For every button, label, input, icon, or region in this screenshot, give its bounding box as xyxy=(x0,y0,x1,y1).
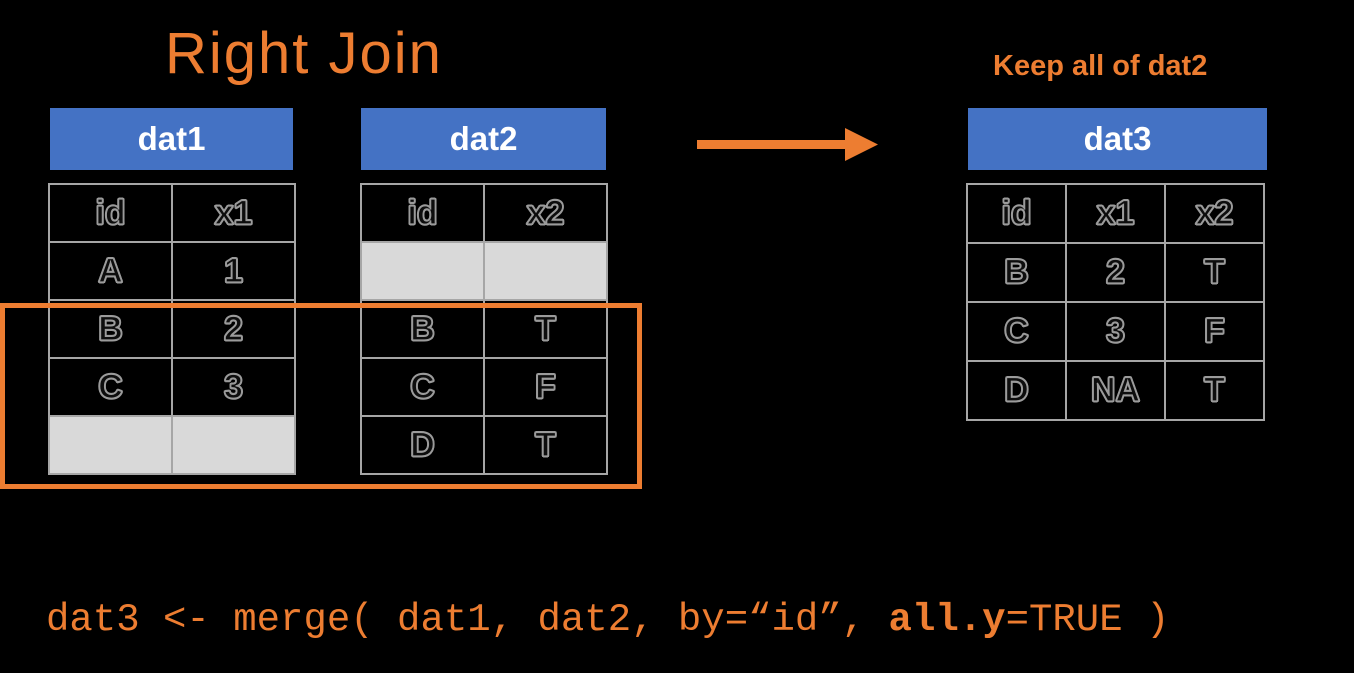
dat1-cell-x1-b: 2 xyxy=(171,299,296,359)
dat3-header-row: id x1 x2 xyxy=(966,183,1265,244)
dat1-cell-id-a: A xyxy=(48,241,173,301)
dat3-row-d: D NA T xyxy=(966,360,1265,421)
dat1-header-row: id x1 xyxy=(48,183,296,243)
dat3-title: dat3 xyxy=(1083,120,1152,157)
dat2-cell-x2-c: F xyxy=(483,357,608,417)
dat3-cell-x2-d: T xyxy=(1164,360,1265,421)
dat2-cell-id-d: D xyxy=(360,415,485,475)
dat1-header-banner: dat1 xyxy=(50,108,293,170)
dat2-cell-id-b: B xyxy=(360,299,485,359)
dat2-title: dat2 xyxy=(449,120,518,157)
dat3-cell-x2-c: F xyxy=(1164,301,1265,362)
dat3-col-header-x2: x2 xyxy=(1164,183,1265,244)
code-suffix: =TRUE ) xyxy=(1005,598,1170,642)
dat3-row-b: B 2 T xyxy=(966,242,1265,303)
dat1-cell-x1-a: 1 xyxy=(171,241,296,301)
dat3-cell-id-d: D xyxy=(966,360,1067,421)
dat1-col-header-x1: x1 xyxy=(171,183,296,243)
dat3-cell-id-b: B xyxy=(966,242,1067,303)
dat3-cell-x1-c: 3 xyxy=(1065,301,1166,362)
dat2-cell-x2-d: T xyxy=(483,415,608,475)
dat1-cell-x1-c: 3 xyxy=(171,357,296,417)
dat1-row-a: A 1 xyxy=(48,241,296,301)
dat3-cell-id-c: C xyxy=(966,301,1067,362)
dat1-cell-id-c: C xyxy=(48,357,173,417)
dat1-empty-cell-id xyxy=(48,415,173,475)
dat3-cell-x1-d: NA xyxy=(1065,360,1166,421)
dat2-header-row: id x2 xyxy=(360,183,608,243)
dat2-empty-cell-id xyxy=(360,241,485,301)
dat2-header-banner: dat2 xyxy=(361,108,606,170)
dat2-row-c: C F xyxy=(360,357,608,417)
dat2-row-empty xyxy=(360,241,608,301)
dat1-cell-id-b: B xyxy=(48,299,173,359)
dat1-title: dat1 xyxy=(137,120,206,157)
dat2-row-d: D T xyxy=(360,415,608,475)
dat2-cell-x2-b: T xyxy=(483,299,608,359)
right-arrow-icon xyxy=(697,128,878,161)
dat3-col-header-x1: x1 xyxy=(1065,183,1166,244)
code-bold-arg: all.y xyxy=(888,598,1006,642)
dat1-row-empty xyxy=(48,415,296,475)
dat2-row-b: B T xyxy=(360,299,608,359)
code-prefix: dat3 <- merge( dat1, dat2, by=“id”, xyxy=(46,598,889,642)
keep-annotation: Keep all of dat2 xyxy=(993,50,1208,82)
dat2-empty-cell-x2 xyxy=(483,241,608,301)
dat3-row-c: C 3 F xyxy=(966,301,1265,362)
dat2-col-header-x2: x2 xyxy=(483,183,608,243)
page-title: Right Join xyxy=(165,21,443,86)
dat1-table: id x1 A 1 B 2 C 3 xyxy=(48,183,296,475)
dat2-cell-id-c: C xyxy=(360,357,485,417)
dat3-col-header-id: id xyxy=(966,183,1067,244)
dat1-empty-cell-x1 xyxy=(171,415,296,475)
dat3-header-banner: dat3 xyxy=(968,108,1267,170)
code-line: dat3 <- merge( dat1, dat2, by=“id”, all.… xyxy=(46,598,1169,642)
dat1-row-c: C 3 xyxy=(48,357,296,417)
dat2-col-header-id: id xyxy=(360,183,485,243)
dat3-cell-x1-b: 2 xyxy=(1065,242,1166,303)
dat2-table: id x2 B T C F D T xyxy=(360,183,608,475)
dat1-col-header-id: id xyxy=(48,183,173,243)
dat3-table: id x1 x2 B 2 T C 3 F D NA T xyxy=(966,183,1265,421)
dat1-row-b: B 2 xyxy=(48,299,296,359)
dat3-cell-x2-b: T xyxy=(1164,242,1265,303)
